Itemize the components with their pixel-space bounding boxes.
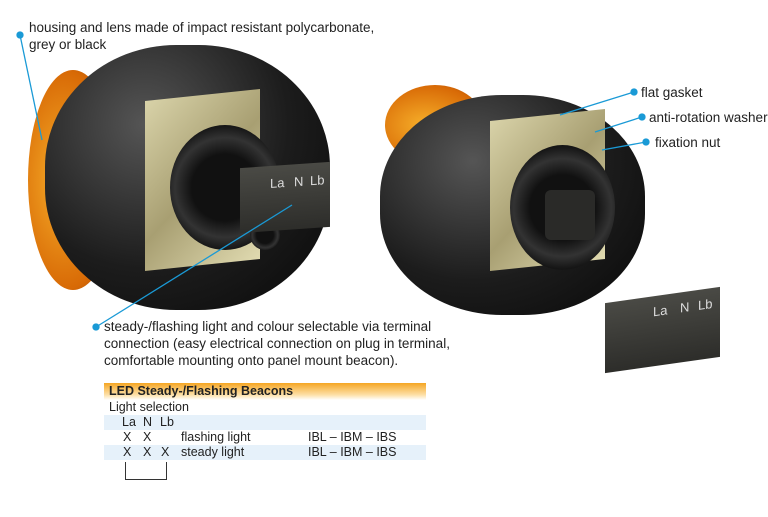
terminal-callout: steady-/flashing light and colour select… <box>104 318 450 369</box>
callout-dot <box>16 31 24 39</box>
callout-dot <box>630 88 638 96</box>
terminal-text-line1: steady-/flashing light and colour select… <box>104 319 432 334</box>
cell-models: IBL – IBM – IBS <box>308 430 397 444</box>
light-selection-table: LED Steady-/Flashing Beacons Light selec… <box>104 383 426 480</box>
header-lb: Lb <box>160 415 174 429</box>
table-row: X X X steady light IBL – IBM – IBS <box>104 445 426 460</box>
housing-callout: housing and lens made of impact resistan… <box>29 19 374 53</box>
table-row: X X flashing light IBL – IBM – IBS <box>104 430 426 445</box>
callout-dot <box>638 113 646 121</box>
cell-n: X <box>143 430 152 444</box>
right-connector <box>545 190 595 240</box>
anti-rotation-washer-label: anti-rotation washer <box>649 110 768 125</box>
cell-la: X <box>123 445 132 459</box>
callout-dot <box>92 323 100 331</box>
housing-text-line2: grey or black <box>29 37 107 52</box>
cell-n: X <box>143 445 152 459</box>
cell-desc: flashing light <box>181 430 251 444</box>
table-title: LED Steady-/Flashing Beacons <box>104 383 426 400</box>
header-n: N <box>143 415 153 429</box>
terminal-text-line3: comfortable mounting onto panel mount be… <box>104 353 399 368</box>
housing-text-line1: housing and lens made of impact resistan… <box>29 20 375 35</box>
cell-desc: steady light <box>181 445 245 459</box>
cell-lb: X <box>161 445 170 459</box>
flat-gasket-label: flat gasket <box>641 85 703 100</box>
table-header-row: La N Lb <box>104 415 426 430</box>
fixation-nut-label: fixation nut <box>655 135 721 150</box>
callout-dot <box>642 138 650 146</box>
terminal-text-line2: connection (easy electrical connection o… <box>104 336 450 351</box>
subtitle-text: Light selection <box>109 400 189 414</box>
cell-models: IBL – IBM – IBS <box>308 445 397 459</box>
header-la: La <box>122 415 136 429</box>
cell-la: X <box>123 430 132 444</box>
jumper-bracket <box>125 462 167 480</box>
table-subtitle: Light selection <box>104 400 426 415</box>
